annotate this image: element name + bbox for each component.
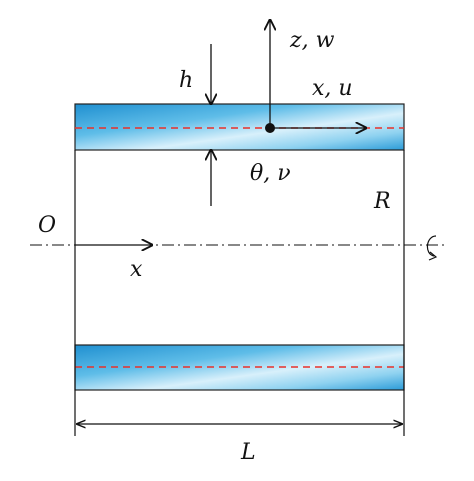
rotation-arrow-icon	[426, 235, 437, 257]
label-x: x	[130, 257, 143, 282]
label-O: O	[38, 213, 56, 238]
label-R: R	[373, 189, 391, 214]
rotation-arrow-head	[428, 251, 438, 261]
top-shell-wall	[74, 103, 405, 151]
label-z-w: z, w	[289, 28, 335, 53]
label-theta-v: θ, ν	[250, 161, 291, 186]
label-h: h	[179, 68, 193, 93]
label-x-u: x, u	[312, 76, 353, 101]
reference-point	[265, 123, 275, 133]
label-L: L	[240, 440, 256, 465]
